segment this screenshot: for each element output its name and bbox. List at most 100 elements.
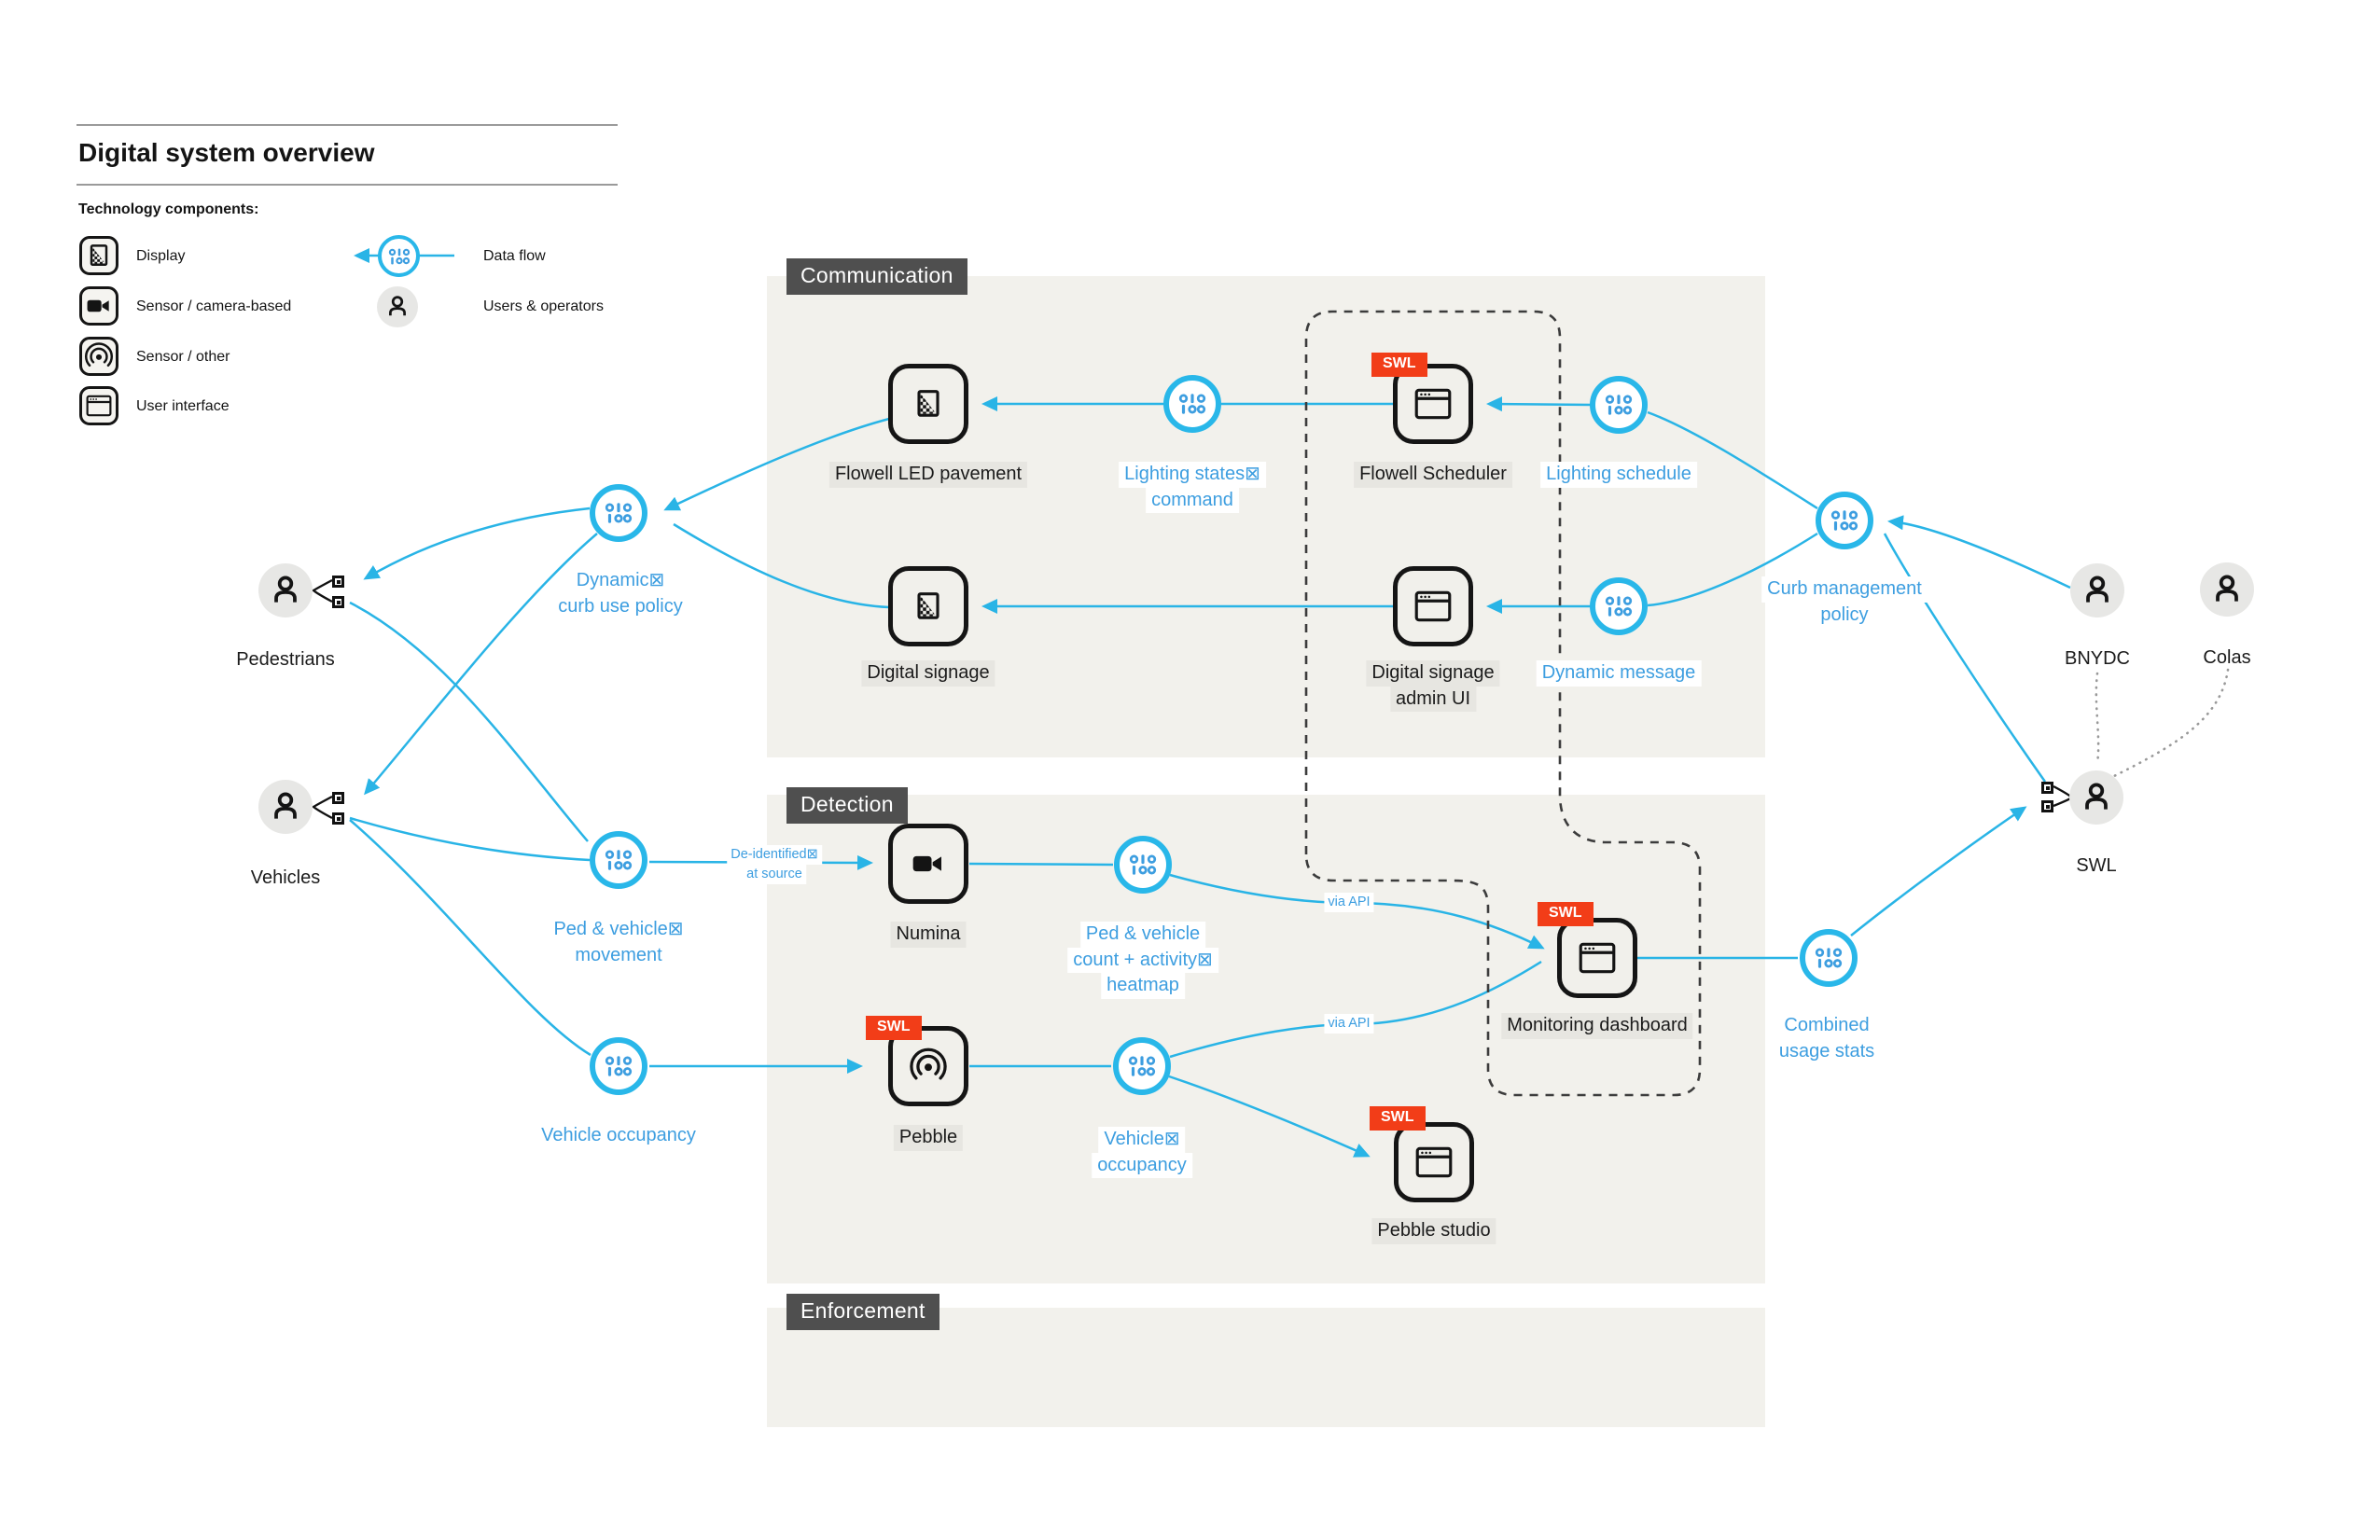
de-identified-annotation: De-identified⊠at source [727,845,822,885]
person-icon [274,792,297,819]
vehicle-occupancy2-label: Vehicle⊠occupancy [1092,1127,1192,1179]
communication-badge: Communication [786,258,967,295]
detection-badge: Detection [786,787,908,824]
flowell-led-node [888,364,968,444]
curb-policy-flow-icon [1816,492,1873,549]
ped-veh-movement-flow-icon [590,831,647,889]
dynamic-policy-flow-icon [590,484,647,542]
pv-count-flow-icon [1114,836,1172,894]
pedestrians-port-bottom [332,596,344,608]
vehicles-port-top [332,792,344,804]
display-icon [917,390,939,417]
colas-label: Colas [2203,647,2251,668]
display-icon [79,236,118,275]
legend-subtitle: Technology components: [78,201,259,217]
edge-bnydc-to-curbpolicy [1887,515,2071,590]
user-interface-icon [1414,388,1452,420]
pedestrians-actor [258,563,313,617]
dynamic-message-label: Dynamic message [1536,660,1702,687]
flowell-scheduler-node [1393,364,1473,444]
user-interface-icon [1414,590,1452,622]
person-icon [2216,575,2238,602]
signage-admin-node [1393,566,1473,646]
combined-stats-flow-icon [1800,929,1858,987]
swl-label: SWL [2076,855,2117,876]
page-title: Digital system overview [78,138,375,167]
lighting-schedule-label: Lighting schedule [1540,462,1697,488]
lighting-states-flow-icon [1163,375,1221,433]
vehicle-occupancy2-flow-icon [1113,1037,1171,1095]
edge-colas-to-swl-dotted [2110,668,2230,779]
bnydc-actor [2070,563,2124,617]
user-interface-icon [79,386,118,425]
edge-policy-to-pedestrians [363,506,591,580]
flowell-scheduler-label: Flowell Scheduler [1354,462,1512,488]
legend-users-label: Users & operators [483,298,604,314]
lighting-schedule-flow-icon [1590,376,1648,434]
via-api-top-annotation: via API [1324,893,1374,913]
legend-other-sensor-label: Sensor / other [136,349,230,365]
numina-label: Numina [890,922,967,948]
flowell-led-label: Flowell LED pavement [828,462,1028,488]
pebble-swl-tag: SWL [866,1016,922,1040]
vehicles-port-join [311,795,333,820]
pedestrians-label: Pedestrians [236,649,335,670]
other-sensor-icon [79,337,118,376]
swl-port-top [2041,782,2053,794]
pebble-studio-label: Pebble studio [1371,1218,1496,1244]
lighting-states-label: Lighting states⊠command [1119,462,1266,514]
pebble-studio-node [1394,1122,1474,1202]
edge-curbpolicy-to-message [1647,532,1818,607]
legend-display-label: Display [136,248,186,264]
legend-mid-rule [77,184,618,186]
person-icon [2085,783,2108,810]
user-interface-icon [1579,942,1616,974]
monitoring-label: Monitoring dashboard [1501,1013,1693,1039]
monitoring-node [1557,918,1637,998]
dynamic-message-flow-icon [1590,577,1648,635]
legend-data-flow-label: Data flow [483,248,546,264]
digital-signage-label: Digital signage [861,660,995,687]
numina-node [888,824,968,904]
edge-swl-to-curbpolicy [1883,533,2047,783]
edge-signage-to-policy [673,522,890,609]
edge-policy-to-vehicles [364,533,598,796]
vehicles-label: Vehicles [250,867,321,888]
enforcement-badge: Enforcement [786,1294,939,1330]
user-interface-icon [1415,1146,1453,1178]
display-icon [917,592,939,619]
edge-led-to-policy [663,417,890,511]
other-sensor-icon [910,1047,947,1080]
person-icon [274,576,297,603]
edge-occupancy2-to-monitoring [1169,960,1542,1059]
swl-dashed-enclosure [1304,310,1702,1097]
colas-actor [2200,562,2254,617]
legend-data-flow-icon [378,235,420,277]
edge-curbpolicy-to-schedule [1647,410,1818,510]
flowell-scheduler-swl-tag: SWL [1371,353,1427,377]
via-api-bottom-annotation: via API [1324,1014,1374,1034]
edge-pedestrians-to-movement [349,601,589,842]
ped-veh-movement-label: Ped & vehicle⊠movement [548,917,689,969]
legend-camera-label: Sensor / camera-based [136,298,292,314]
swl-port-bottom [2041,800,2053,812]
pebble-studio-swl-tag: SWL [1370,1106,1426,1131]
digital-signage-node [888,566,968,646]
swl-actor [2069,770,2123,825]
vehicles-actor [258,780,313,834]
edge-vehicles-to-occupancy [349,819,592,1057]
edge-combined-to-swl [1850,806,2027,936]
camera-sensor-icon [79,286,118,326]
pedestrians-port-top [332,576,344,588]
edge-occupancy2-to-pebblestudio [1168,1075,1371,1158]
vehicle-occupancy-label: Vehicle occupancy [536,1123,702,1149]
vehicle-occupancy-flow-icon [590,1037,647,1095]
legend-users-icon [377,286,418,327]
edge-schedule-to-scheduler [1486,396,1593,412]
